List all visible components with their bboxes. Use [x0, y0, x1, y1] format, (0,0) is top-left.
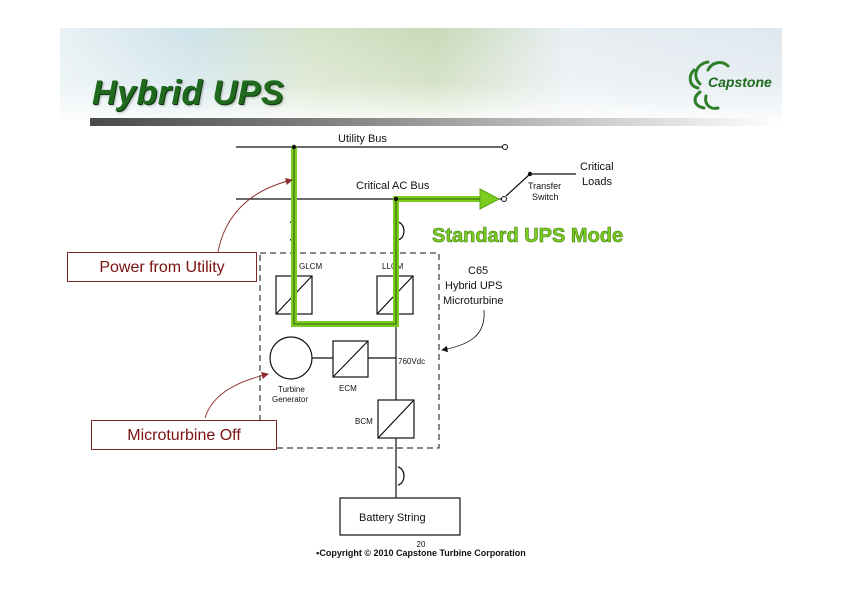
- header-banner-fade: [60, 28, 782, 120]
- critical-loads-label-2: Loads: [582, 176, 612, 188]
- mode-label: Standard UPS Mode: [432, 225, 623, 247]
- transfer-switch-contact-icon: [501, 196, 507, 202]
- microturbine-off-callout: Microturbine Off: [91, 420, 277, 450]
- glcm-label: GLCM: [299, 262, 322, 271]
- power-flow-arrowhead-icon: [479, 188, 501, 210]
- ecm-label: ECM: [339, 384, 357, 393]
- bcm-converter-diagonal: [377, 399, 415, 439]
- utility-bus-terminal: [502, 144, 508, 150]
- llcm-fuse-icon: [397, 221, 405, 241]
- title-underline: [90, 118, 782, 126]
- llcm-junction-dot: [393, 196, 399, 202]
- critical-ac-bus-label: Critical AC Bus: [356, 180, 430, 192]
- logo-text: Capstone: [708, 74, 772, 90]
- microturbine-pointer-arrow: [441, 309, 485, 353]
- glcm-junction-dot: [291, 144, 297, 150]
- bcm-label: BCM: [355, 417, 373, 426]
- copyright-footer: •Copyright © 2010 Capstone Turbine Corpo…: [316, 548, 526, 558]
- power-from-utility-callout: Power from Utility: [67, 252, 257, 282]
- turbine-generator-label-2: Generator: [272, 395, 308, 404]
- microturbine-label-2: Hybrid UPS: [445, 280, 502, 292]
- llcm-label: LLCM: [382, 262, 404, 271]
- microturbine-label-3: Microturbine: [443, 295, 504, 307]
- microturbine-callout-arrow: [204, 371, 269, 419]
- dc-voltage-label: 760Vdc: [398, 357, 425, 366]
- battery-string-label: Battery String: [359, 512, 426, 524]
- microturbine-label-1: C65: [468, 265, 488, 277]
- utility-bus-label: Utility Bus: [338, 133, 387, 145]
- turbine-generator-label-1: Turbine: [278, 385, 305, 394]
- critical-loads-label-1: Critical: [580, 161, 614, 173]
- power-flow-wire-overlay: [293, 147, 480, 325]
- turbine-generator-icon: [269, 336, 313, 380]
- transfer-switch-blade: [505, 173, 531, 197]
- page-number: 20: [416, 540, 426, 549]
- battery-string-box: [339, 497, 461, 536]
- transfer-switch-label-2: Switch: [532, 192, 559, 202]
- transfer-switch-label-1: Transfer: [528, 181, 561, 191]
- capstone-logo-icon: [688, 60, 730, 110]
- ecm-converter-diagonal: [332, 340, 369, 378]
- slide-title: Hybrid UPS: [92, 74, 285, 112]
- battery-fuse-icon: [397, 466, 405, 486]
- power-callout-arrow: [217, 177, 293, 253]
- microturbine-enclosure: [259, 252, 440, 449]
